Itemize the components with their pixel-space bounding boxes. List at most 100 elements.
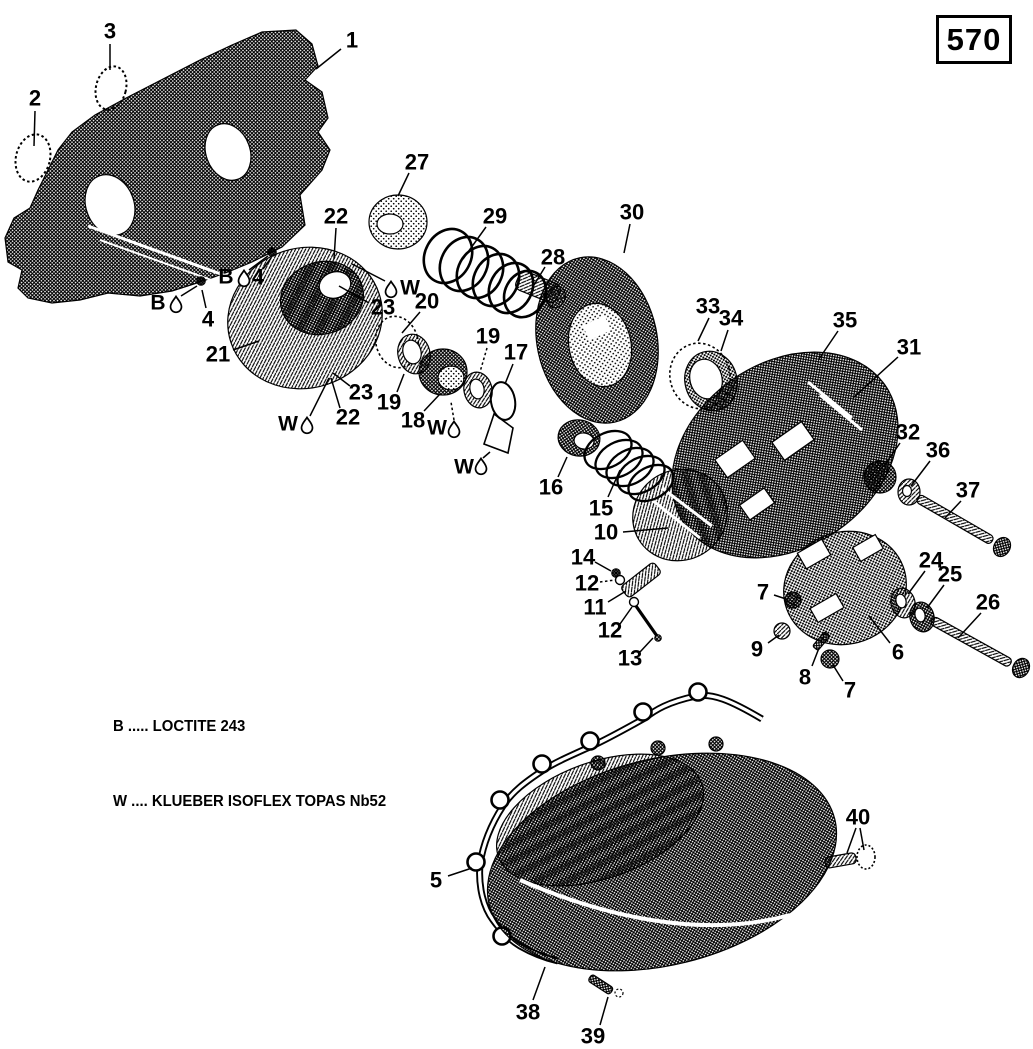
part-washer-7a [784, 591, 802, 609]
part-ring-24 [890, 587, 916, 619]
svg-text:18: 18 [401, 408, 425, 433]
svg-text:5: 5 [430, 868, 442, 893]
lube-mark-w: W [278, 377, 330, 436]
callout-21: 21 [206, 340, 260, 367]
part-movable-half-6 [783, 530, 907, 646]
model-badge-label: 570 [946, 21, 1002, 57]
callout-10: 10 [594, 520, 669, 545]
svg-text:21: 21 [206, 342, 230, 367]
callout-3: 3 [104, 19, 116, 70]
part-bushing-18 [418, 348, 468, 396]
svg-text:W: W [454, 456, 474, 479]
part-oring-3 [94, 65, 128, 111]
svg-text:31: 31 [897, 335, 921, 360]
callout-17: 17 [504, 340, 528, 385]
callout-31: 31 [852, 335, 921, 399]
callout-22: 22 [330, 377, 360, 430]
svg-text:12: 12 [575, 571, 599, 596]
legend-loctite-line: B ..... LOCTITE 243 [113, 718, 246, 735]
callout-36: 36 [910, 438, 950, 487]
lube-mark-w: W [427, 401, 461, 440]
part-ring-25 [909, 601, 935, 633]
svg-text:1: 1 [346, 28, 358, 53]
svg-text:W: W [427, 417, 447, 440]
svg-text:33: 33 [696, 294, 720, 319]
callout-5: 5 [430, 867, 473, 893]
svg-text:22: 22 [336, 405, 360, 430]
svg-text:12: 12 [598, 618, 622, 643]
callout-32: 32 [883, 420, 920, 467]
svg-text:24: 24 [919, 548, 944, 573]
svg-text:B: B [150, 292, 165, 315]
legend-klueber-line: W .... KLUEBER ISOFLEX TOPAS Nb52 [113, 793, 387, 810]
svg-text:4: 4 [202, 307, 215, 332]
callout-33: 33 [696, 294, 720, 342]
svg-text:4: 4 [252, 265, 265, 290]
callout-7: 7 [757, 580, 787, 605]
part-driven-pulley-35 [671, 351, 899, 559]
callout-layer: 1234456778910111212131415161718191920212… [29, 19, 1000, 1049]
svg-text:15: 15 [589, 496, 613, 521]
svg-text:19: 19 [476, 324, 500, 349]
callout-34: 34 [719, 306, 744, 352]
part-screw-40 [824, 844, 876, 870]
callout-9: 9 [751, 634, 780, 662]
part-outer-cover-38 [486, 736, 838, 972]
lube-droplet-icon [237, 268, 251, 288]
callout-19: 19 [377, 373, 405, 415]
part-bolt-26 [930, 616, 1031, 679]
parts-layer [4, 29, 1031, 998]
svg-text:7: 7 [844, 678, 856, 703]
svg-text:16: 16 [539, 475, 563, 500]
callout-2: 2 [29, 86, 41, 147]
lube-droplet-icon [447, 419, 461, 439]
callout-16: 16 [539, 456, 568, 500]
callout-28: 28 [533, 245, 565, 286]
svg-text:B: B [218, 266, 233, 289]
callout-1: 1 [315, 28, 358, 70]
svg-text:26: 26 [976, 590, 1000, 615]
part-screw-4a [196, 276, 206, 286]
lube-mark-w: W [454, 451, 491, 479]
part-spring-15 [583, 429, 675, 503]
lube-mark-b: B [218, 255, 269, 289]
part-cam-10 [632, 468, 728, 562]
callout-39: 39 [581, 996, 609, 1049]
svg-text:3: 3 [104, 19, 116, 44]
svg-text:17: 17 [504, 340, 528, 365]
svg-text:30: 30 [620, 200, 644, 225]
part-fixed-sheave-21 [227, 246, 383, 390]
lube-droplet-icon [474, 456, 488, 476]
part-cap-27 [368, 194, 428, 250]
callout-20: 20 [401, 289, 439, 334]
callout-13: 13 [618, 637, 654, 671]
svg-text:W: W [278, 413, 298, 436]
lube-droplet-icon [169, 294, 183, 314]
part-oring-17 [489, 381, 517, 421]
part-ring-19b [463, 371, 493, 409]
callout-18: 18 [401, 393, 441, 433]
lube-droplet-icon [300, 415, 314, 435]
part-oring-2 [14, 133, 52, 183]
callout-24: 24 [907, 548, 944, 595]
lube-mark-b: B [150, 285, 198, 315]
svg-text:14: 14 [571, 545, 596, 570]
callout-23: 23 [338, 285, 395, 320]
part-roller-32 [863, 460, 897, 494]
part-ring-12a [614, 574, 626, 586]
part-pin-8 [812, 631, 830, 651]
lube-mark-w: W [351, 263, 420, 300]
callout-29: 29 [462, 204, 507, 260]
part-screw-39 [588, 974, 624, 998]
svg-text:35: 35 [833, 308, 857, 333]
part-disc-30 [535, 256, 659, 424]
svg-text:8: 8 [799, 665, 811, 690]
callout-37: 37 [944, 478, 980, 519]
callout-27: 27 [397, 150, 429, 197]
svg-text:20: 20 [415, 289, 439, 314]
callout-14: 14 [571, 545, 612, 572]
callout-7: 7 [832, 664, 856, 703]
model-badge: 570 [936, 15, 1012, 64]
